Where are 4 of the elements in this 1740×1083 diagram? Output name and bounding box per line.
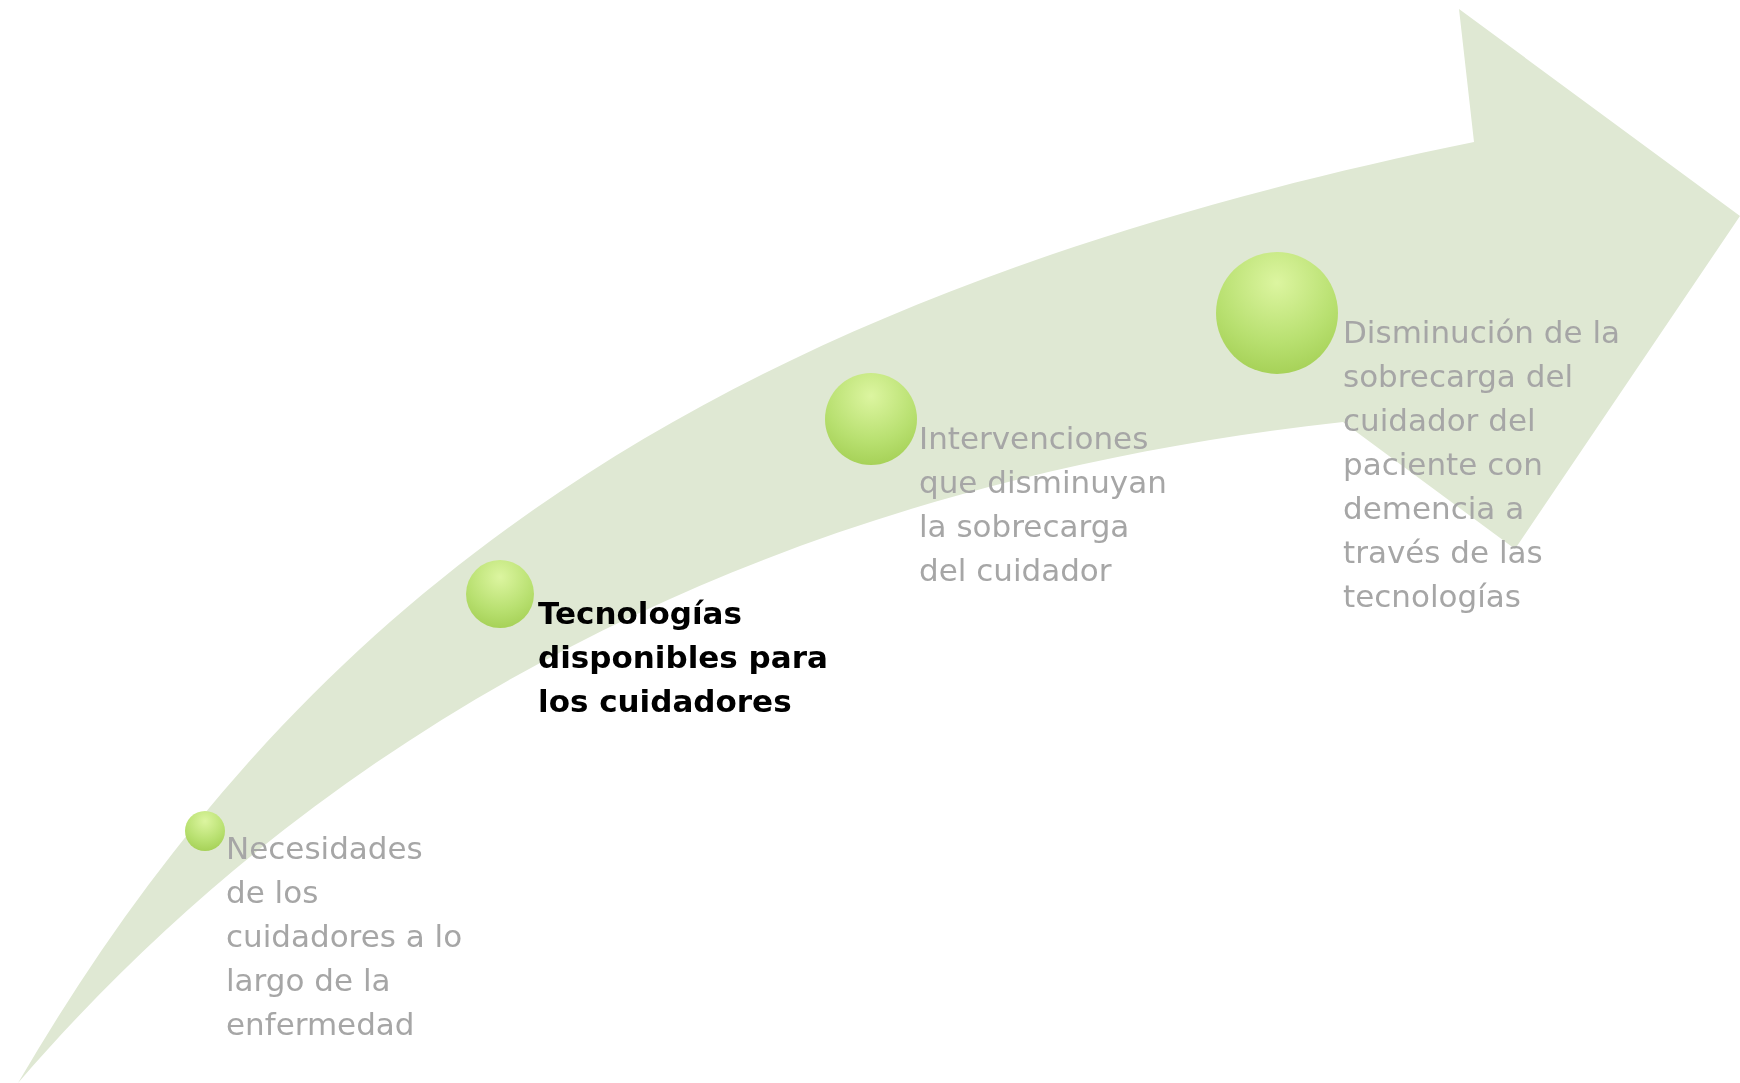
step-text: Disminución de la sobrecarga del cuidador del paciente con demencia a través de las tecnologías: [1343, 310, 1628, 618]
step-text: Tecnologías disponibles para los cuidadores: [538, 591, 868, 723]
step-text: Intervenciones que disminuyan la sobrecarga del cuidador: [919, 416, 1181, 592]
step-text: Necesidades de los cuidadores a lo largo de la enfermedad: [226, 826, 466, 1046]
